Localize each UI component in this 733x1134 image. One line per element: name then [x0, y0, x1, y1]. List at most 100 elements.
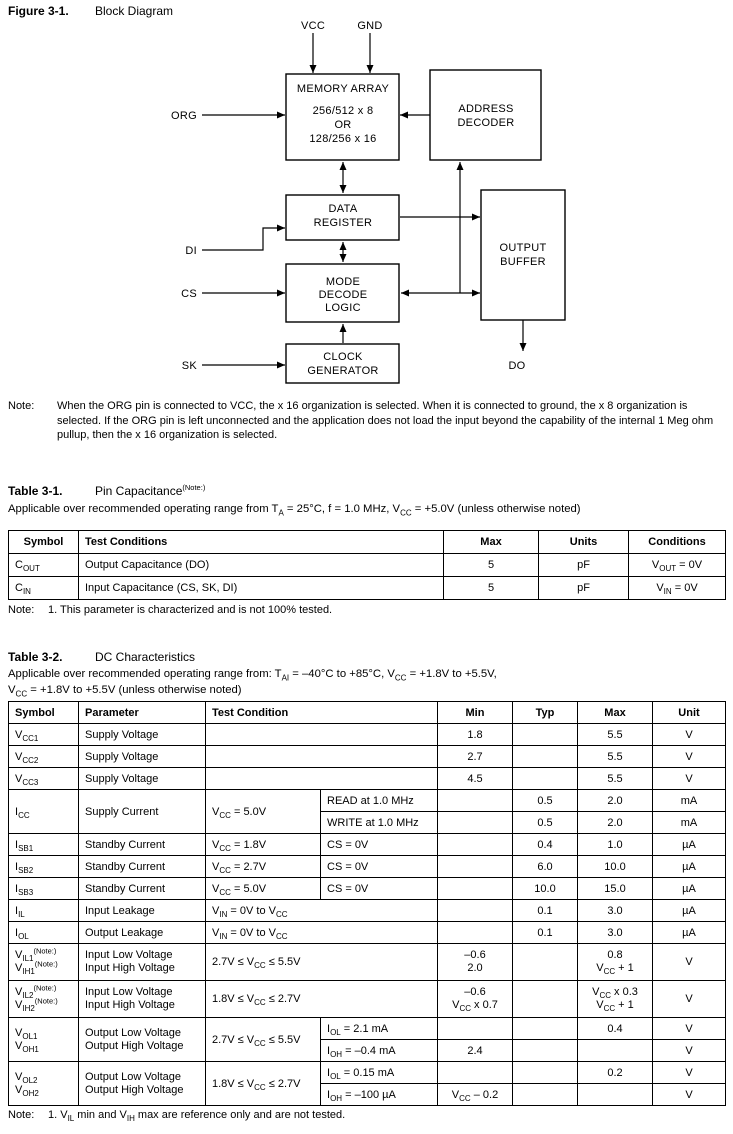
cell-unit: V [652, 1083, 726, 1106]
cell-unit: V [652, 767, 726, 790]
table1-note-text: 1. This parameter is characterized and i… [48, 604, 333, 616]
row-vcc3: VCC3 Supply Voltage 4.5 5.5 V [8, 767, 726, 790]
data-register-box [285, 194, 400, 241]
org-label: ORG [171, 110, 197, 122]
cell-min [437, 833, 513, 856]
cell-unit: µA [652, 833, 726, 856]
cell-units: pF [538, 576, 629, 600]
table2-subtitle-line1: Applicable over recommended operating ra… [8, 668, 497, 683]
row-vol2-voh2-a: VOL2 VOH2 Output Low Voltage Output High… [8, 1061, 726, 1106]
cell-unit: V [652, 1017, 726, 1040]
cell-max: 2.0 [577, 789, 653, 812]
cell-max: 3.0 [577, 921, 653, 944]
row-icc-read: ICC Supply Current VCC = 5.0V READ at 1.… [8, 789, 726, 834]
cell-min [437, 1017, 513, 1040]
row-vcc2: VCC2 Supply Voltage 2.7 5.5 V [8, 745, 726, 768]
sk-label: SK [182, 360, 198, 372]
cell-symbol: VCC1 [8, 723, 79, 746]
data-register-label-2: REGISTER [314, 217, 373, 229]
cell-typ: 0.1 [512, 921, 578, 944]
cell-line: Output Low Voltage [85, 1070, 182, 1083]
row-vol1-voh1-a: VOL1 VOH1 Output Low Voltage Output High… [8, 1017, 726, 1062]
cell-line: VCC + 1 [596, 962, 634, 977]
figure-title: Figure 3-1. Block Diagram [8, 4, 173, 18]
cell-parameter: Supply Voltage [78, 767, 206, 790]
row-isb3: ISB3 Standby Current VCC = 5.0V CS = 0V … [8, 877, 726, 900]
cell-line: 0.8 [607, 949, 623, 961]
table2-note: Note: 1. VIL min and VIH max are referen… [8, 1108, 727, 1124]
cell-line: 2.0 [467, 962, 483, 974]
cell-min [437, 855, 513, 878]
figure-label: Figure 3-1. [8, 4, 69, 18]
cell-symbol: VIL2(Note:) VIH2(Note:) [8, 980, 79, 1018]
cell-unit: V [652, 723, 726, 746]
cell-test-condition: 1.8V ≤ VCC ≤ 2.7V [205, 980, 438, 1018]
cell-max: 5.5 [577, 745, 653, 768]
cell-max: 10.0 [577, 855, 653, 878]
cell-typ [512, 745, 578, 768]
memory-array-size-1: 256/512 x 8 [313, 105, 374, 117]
cell-test-condition-2: IOH = –0.4 mA [320, 1039, 438, 1062]
cell-typ: 6.0 [512, 855, 578, 878]
cell-unit: V [652, 745, 726, 768]
cell-units: pF [538, 553, 629, 577]
cell-typ: 0.1 [512, 899, 578, 922]
memory-array-box [285, 73, 400, 161]
cell-symbol: VCC3 [8, 767, 79, 790]
cell-typ: 0.5 [512, 789, 578, 812]
table1-title-text: Pin Capacitance [95, 484, 183, 498]
cell-max: 0.8 VCC + 1 [577, 943, 653, 981]
cell-line: VIL1(Note:) [15, 946, 57, 964]
cell-symbol: VOL1 VOH1 [8, 1017, 79, 1062]
cell-test-condition: 2.7V ≤ VCC ≤ 5.5V [205, 943, 438, 981]
col-header-max: Max [443, 530, 539, 554]
cell-test-condition [205, 745, 438, 768]
cell-max: 3.0 [577, 899, 653, 922]
cs-label: CS [181, 288, 197, 300]
figure-title-text: Block Diagram [95, 4, 174, 18]
cell-symbol: ISB2 [8, 855, 79, 878]
cell-line: Output High Voltage [85, 1039, 184, 1052]
table2-title: Table 3-2.DC Characteristics [8, 650, 195, 664]
output-buffer-label-2: BUFFER [500, 256, 546, 268]
clock-generator-label-2: GENERATOR [307, 365, 378, 377]
cell-typ [512, 943, 578, 981]
cell-min: 4.5 [437, 767, 513, 790]
table1-row-cout: COUT Output Capacitance (DO) 5 pF VOUT =… [8, 553, 726, 577]
cell-test-conditions: Input Capacitance (CS, SK, DI) [78, 576, 444, 600]
cell-line: VCC x 0.7 [452, 999, 498, 1014]
cell-parameter: Standby Current [78, 833, 206, 856]
col-header-test-conditions: Test Conditions [78, 530, 444, 554]
cell-symbol: IOL [8, 921, 79, 944]
cell-line: VOH2 [15, 1083, 39, 1098]
cell-parameter: Supply Voltage [78, 723, 206, 746]
cell-max: 0.2 [577, 1061, 653, 1084]
vcc-label: VCC [301, 20, 325, 32]
cell-line: VCC x 0.3 [592, 986, 638, 1001]
cell-test-condition-1: 1.8V ≤ VCC ≤ 2.7V [205, 1061, 321, 1106]
cell-line: Input High Voltage [85, 999, 175, 1011]
cell-test-condition-2: CS = 0V [320, 855, 438, 878]
memory-array-size-2: 128/256 x 16 [309, 133, 376, 145]
figure-note: Note: When the ORG pin is connected to V… [8, 399, 727, 443]
cell-parameter: Standby Current [78, 877, 206, 900]
cell-typ: 0.4 [512, 833, 578, 856]
output-buffer-box [480, 189, 566, 321]
cell-min: 2.7 [437, 745, 513, 768]
table2-note-label: Note: [8, 1109, 35, 1121]
cell-test-condition-1: VCC = 5.0V [205, 877, 321, 900]
cell-min: VCC – 0.2 [437, 1083, 513, 1106]
cell-test-condition [205, 723, 438, 746]
cell-line: VIH1(Note:) [15, 959, 58, 977]
col-header-units: Units [538, 530, 629, 554]
cell-line: VCC + 1 [596, 999, 634, 1014]
cell-typ [512, 723, 578, 746]
row-iol: IOL Output Leakage VIN = 0V to VCC 0.1 3… [8, 921, 726, 944]
col-header-test-condition: Test Condition [205, 701, 438, 724]
cell-unit: V [652, 1039, 726, 1062]
cell-max: 5.5 [577, 723, 653, 746]
cell-max: 5.5 [577, 767, 653, 790]
table2-note-text: 1. VIL min and VIH max are reference onl… [48, 1109, 346, 1124]
cell-line: VOH1 [15, 1039, 39, 1054]
cell-parameter: Input Leakage [78, 899, 206, 922]
